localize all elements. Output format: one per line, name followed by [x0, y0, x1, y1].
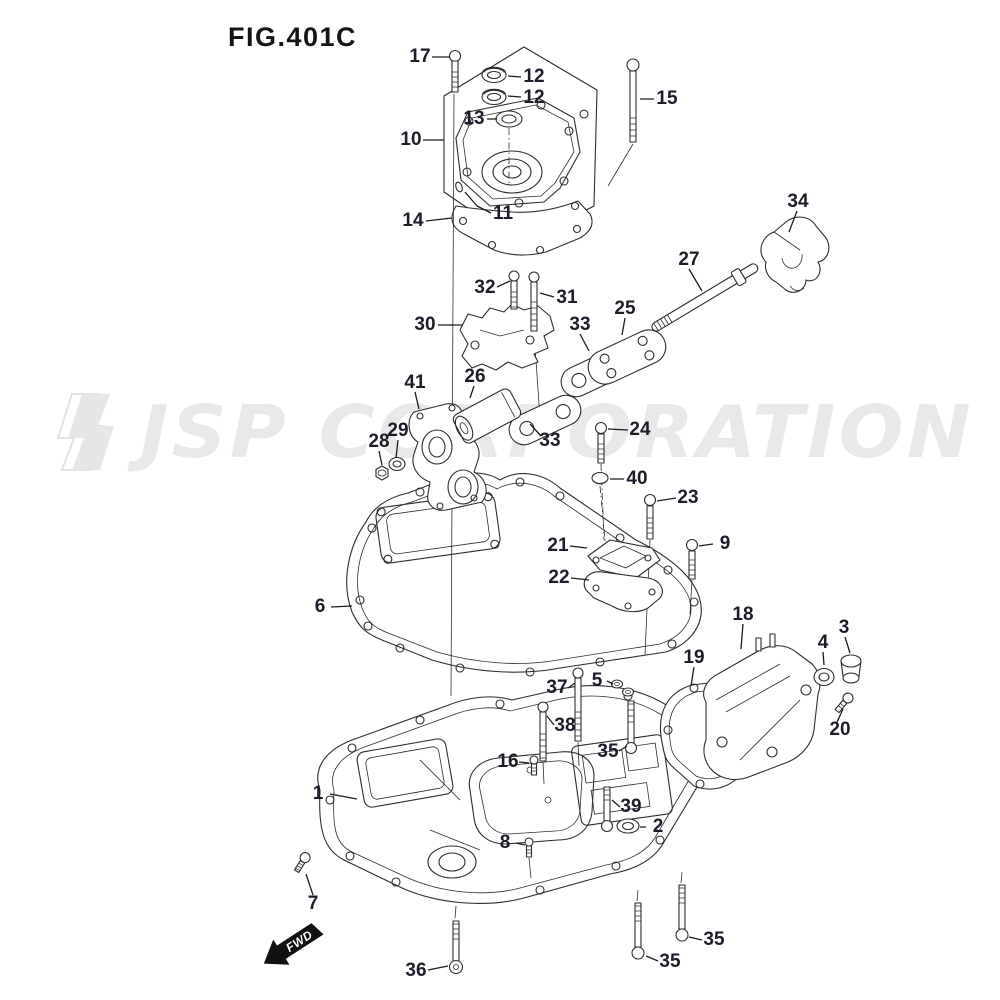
leader-lines	[305, 56, 851, 971]
part-11-fitting	[455, 181, 463, 193]
part-33-plate-lower	[508, 394, 582, 446]
part-24-bolt	[594, 421, 608, 464]
jsp-logo-mark	[56, 393, 114, 471]
part-label-22: 22	[548, 567, 570, 588]
part-35-bolt-left	[631, 902, 645, 960]
part-label-35: 35	[659, 951, 681, 972]
part-label-31: 31	[556, 287, 578, 308]
part-17-bolt	[448, 49, 462, 93]
part-36-bolt	[448, 920, 464, 975]
part-23-bolt	[643, 493, 657, 540]
part-label-12: 12	[523, 87, 545, 108]
part-label-40: 40	[626, 468, 648, 489]
part-label-3: 3	[838, 617, 850, 638]
part-label-33: 33	[569, 314, 591, 335]
part-39-bolt	[600, 786, 614, 833]
part-3-plug	[840, 654, 862, 684]
part-5-rings	[610, 679, 635, 697]
part-13-washer	[495, 110, 523, 128]
part-18-bracket-assembly	[703, 633, 821, 781]
part-10-cover-housing	[443, 46, 598, 245]
part-label-16: 16	[497, 751, 519, 772]
part-38-bolt	[537, 701, 549, 762]
part-label-2: 2	[652, 816, 664, 837]
part-41-bracket	[408, 403, 487, 511]
part-label-29: 29	[387, 420, 409, 441]
part-label-39: 39	[620, 796, 642, 817]
part-label-20: 20	[829, 719, 851, 740]
part-label-35: 35	[597, 741, 619, 762]
part-label-5: 5	[591, 670, 603, 691]
part-7-screw	[293, 852, 311, 874]
part-label-15: 15	[656, 88, 678, 109]
part-14-gasket	[451, 200, 593, 256]
part-35-bolt-right	[675, 884, 689, 942]
part-label-21: 21	[547, 535, 569, 556]
part-label-8: 8	[499, 832, 511, 853]
part-2-ring	[616, 818, 640, 834]
part-label-14: 14	[402, 210, 424, 231]
part-15-bolt	[626, 58, 640, 143]
part-label-41: 41	[404, 372, 426, 393]
part-12-seal-lower	[481, 88, 507, 106]
part-35-bolt-mid	[624, 700, 638, 755]
part-label-36: 36	[405, 960, 427, 981]
part-label-17: 17	[409, 46, 431, 67]
part-label-35: 35	[703, 929, 725, 950]
part-16-pin	[529, 755, 539, 776]
part-label-18: 18	[732, 604, 754, 625]
part-label-34: 34	[787, 191, 809, 212]
part-label-11: 11	[492, 203, 514, 224]
part-label-9: 9	[719, 533, 731, 554]
part-31-bolt	[528, 271, 540, 332]
part-32-bolt	[508, 270, 520, 310]
part-30-bracket	[459, 303, 555, 371]
part-label-38: 38	[554, 715, 576, 736]
part-label-33: 33	[539, 430, 561, 451]
part-22-gasket	[583, 571, 663, 613]
part-label-32: 32	[474, 277, 496, 298]
part-label-12: 12	[523, 66, 545, 87]
part-21-bracket	[587, 539, 661, 579]
part-label-24: 24	[629, 419, 651, 440]
part-27-rod	[651, 263, 759, 332]
part-29-washer	[388, 456, 406, 472]
part-12-seal-upper	[481, 66, 507, 84]
part-37-bolt	[572, 667, 584, 742]
part-label-7: 7	[307, 893, 319, 914]
part-label-19: 19	[683, 647, 705, 668]
part-4-ring	[813, 667, 835, 687]
part-label-37: 37	[546, 677, 568, 698]
part-label-23: 23	[677, 487, 699, 508]
part-label-28: 28	[368, 431, 390, 452]
part-20-bolt	[834, 692, 854, 714]
fwd-direction-flag: FWD	[263, 923, 324, 965]
part-label-13: 13	[463, 108, 485, 129]
part-label-27: 27	[678, 249, 700, 270]
part-label-26: 26	[464, 366, 486, 387]
part-label-10: 10	[400, 129, 422, 150]
part-label-25: 25	[614, 298, 636, 319]
figure-title: FIG.401C	[228, 22, 358, 52]
part-40-cap	[591, 471, 609, 485]
part-25-plate	[587, 329, 667, 385]
part-26-bushing	[452, 388, 522, 444]
part-1-engine-holder	[317, 685, 713, 904]
part-8-pin	[524, 837, 534, 879]
part-28-nut	[375, 465, 389, 481]
part-34-clamp	[760, 216, 830, 293]
part-9-bolt	[685, 538, 699, 580]
part-label-30: 30	[414, 314, 436, 335]
part-label-1: 1	[312, 783, 324, 804]
part-label-6: 6	[314, 596, 326, 617]
part-label-4: 4	[817, 632, 829, 653]
